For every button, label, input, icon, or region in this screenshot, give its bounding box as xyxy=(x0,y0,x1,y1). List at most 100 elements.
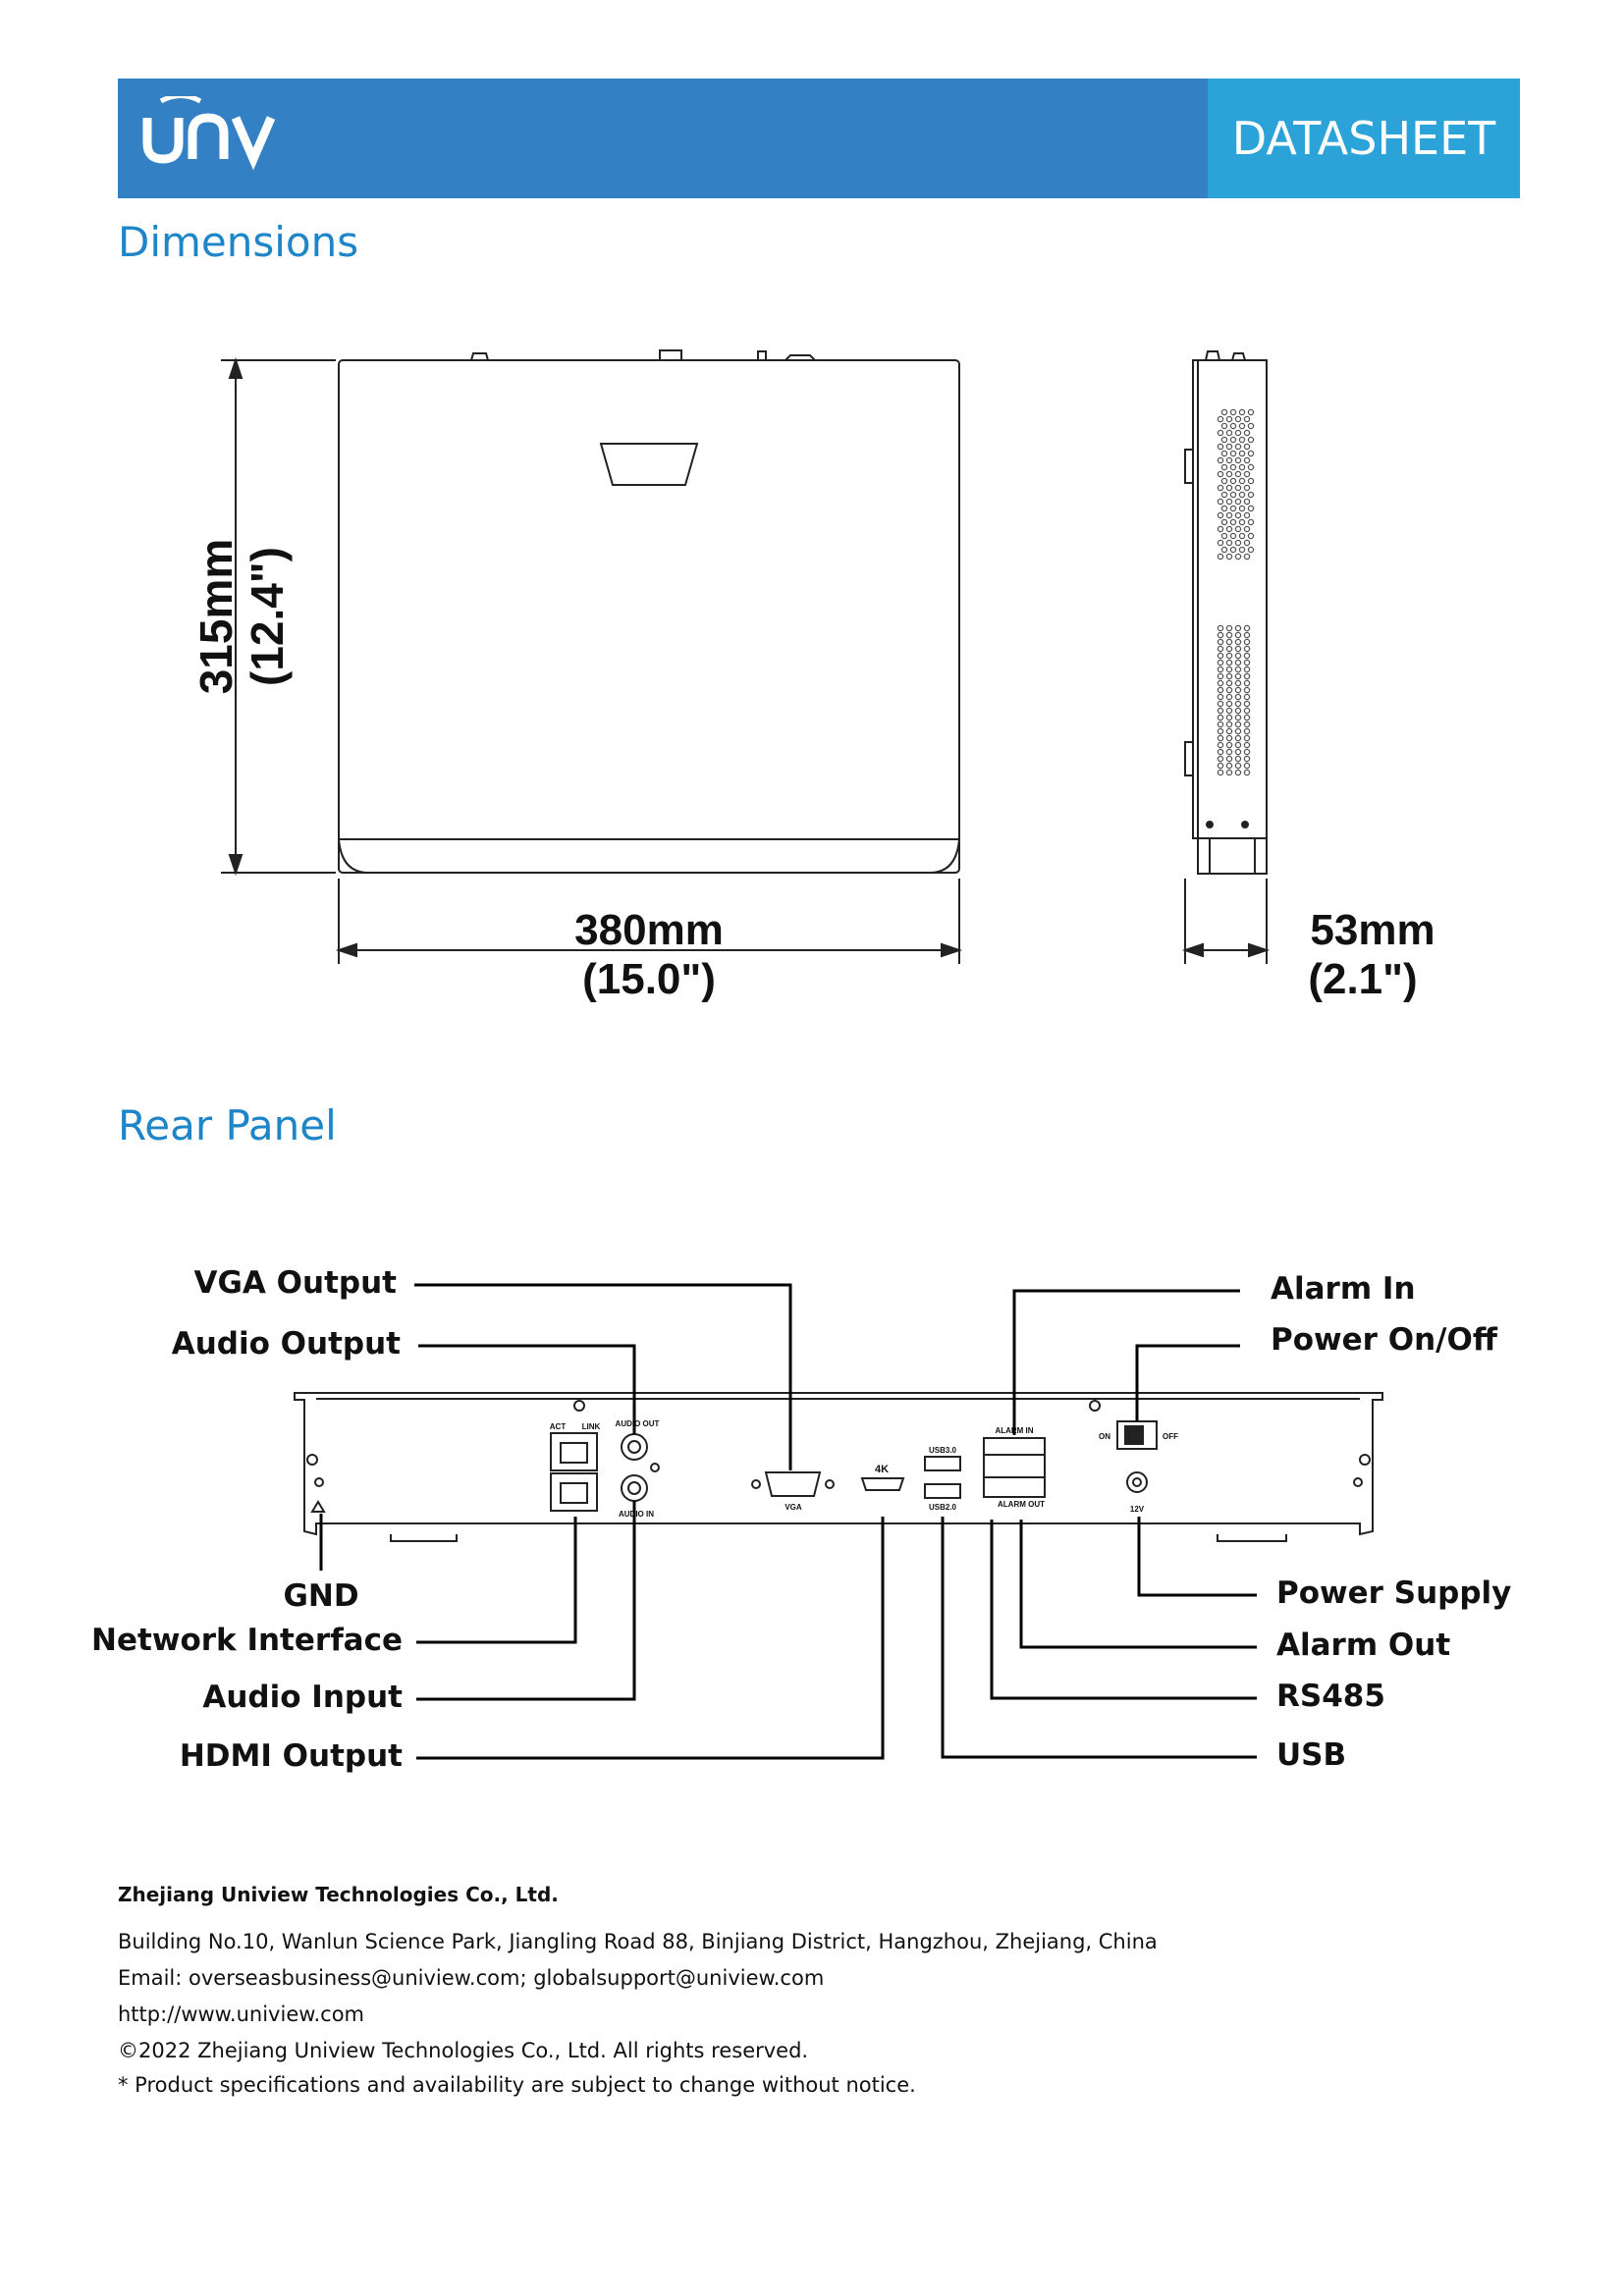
mark-link: LINK xyxy=(582,1422,601,1431)
footer-website[interactable]: http://www.uniview.com xyxy=(118,2002,365,2026)
vent-hole xyxy=(1220,518,1228,526)
vent-hole xyxy=(1234,679,1242,687)
vent-hole xyxy=(1234,631,1242,639)
vent-hole xyxy=(1225,498,1233,506)
vent-hole xyxy=(1243,511,1251,519)
vent-hole xyxy=(1243,748,1251,756)
vent-hole xyxy=(1234,624,1242,632)
vent-hole xyxy=(1243,741,1251,749)
vent-hole xyxy=(1225,631,1233,639)
vent-hole xyxy=(1234,415,1242,423)
vent-hole xyxy=(1217,539,1224,547)
vent-hole xyxy=(1220,491,1228,499)
vent-hole xyxy=(1243,553,1251,561)
vent-hole xyxy=(1225,415,1233,423)
vent-hole xyxy=(1234,721,1242,728)
vent-hole xyxy=(1217,721,1224,728)
technical-drawing: 315mm (12.4") 380mm (15.0") 53mm (2.1") xyxy=(91,349,1511,1774)
vent-hole xyxy=(1243,693,1251,701)
vent-hole xyxy=(1234,645,1242,653)
vent-hole xyxy=(1234,693,1242,701)
vent-hole xyxy=(1217,769,1224,776)
vent-hole xyxy=(1234,755,1242,763)
vent-hole xyxy=(1225,666,1233,673)
label-usb: USB xyxy=(1276,1737,1346,1773)
vent-hole xyxy=(1225,769,1233,776)
vent-hole xyxy=(1217,415,1224,423)
vent-hole xyxy=(1217,734,1224,742)
vent-hole xyxy=(1217,741,1224,749)
vent-hole xyxy=(1220,505,1228,512)
vent-hole xyxy=(1238,450,1246,457)
mark-vga: VGA xyxy=(785,1503,802,1512)
height-dimension xyxy=(221,356,336,877)
vent-hole xyxy=(1234,762,1242,770)
vent-hole xyxy=(1217,748,1224,756)
vent-hole xyxy=(1243,721,1251,728)
vent-hole xyxy=(1234,652,1242,660)
vent-hole xyxy=(1243,666,1251,673)
vent-hole xyxy=(1217,443,1224,451)
vent-hole xyxy=(1229,450,1237,457)
vent-hole xyxy=(1225,741,1233,749)
vent-hole xyxy=(1247,477,1255,485)
vent-hole xyxy=(1217,672,1224,680)
vent-hole xyxy=(1229,546,1237,554)
vent-hole xyxy=(1234,734,1242,742)
vent-hole xyxy=(1217,484,1224,492)
mark-audio-in: AUDIO IN xyxy=(619,1510,654,1519)
vent-hole xyxy=(1217,553,1224,561)
vent-hole xyxy=(1225,755,1233,763)
vent-hole xyxy=(1225,672,1233,680)
vent-hole xyxy=(1247,518,1255,526)
vent-hole xyxy=(1247,436,1255,444)
vent-hole xyxy=(1220,463,1228,471)
vent-hole xyxy=(1247,463,1255,471)
vent-hole xyxy=(1243,539,1251,547)
vent-hole xyxy=(1243,672,1251,680)
vent-hole xyxy=(1229,436,1237,444)
vent-hole xyxy=(1217,429,1224,437)
vent-hole xyxy=(1234,714,1242,721)
vent-hole xyxy=(1225,511,1233,519)
rear-panel-drawing xyxy=(294,1392,1383,1542)
label-network-interface: Network Interface xyxy=(91,1623,403,1658)
vent-hole xyxy=(1234,498,1242,506)
vent-hole xyxy=(1238,436,1246,444)
mark-act: ACT xyxy=(550,1422,567,1431)
vent-hole xyxy=(1234,525,1242,533)
vent-hole xyxy=(1243,707,1251,715)
vent-hole xyxy=(1243,415,1251,423)
vent-hole xyxy=(1217,652,1224,660)
vent-hole xyxy=(1225,659,1233,667)
footer-copyright: ©2022 Zhejiang Uniview Technologies Co.,… xyxy=(118,2039,809,2062)
vent-hole xyxy=(1225,693,1233,701)
vent-hole xyxy=(1243,659,1251,667)
vent-hole xyxy=(1243,679,1251,687)
width-mm-label: 380mm xyxy=(574,906,724,954)
vent-hole xyxy=(1234,638,1242,646)
unv-logo-icon xyxy=(142,93,276,171)
vent-hole xyxy=(1247,450,1255,457)
vent-hole xyxy=(1225,721,1233,728)
vent-hole xyxy=(1247,505,1255,512)
footer-address: Building No.10, Wanlun Science Park, Jia… xyxy=(118,1930,1158,1953)
mark-usb2: USB2.0 xyxy=(929,1503,957,1512)
vent-hole xyxy=(1243,498,1251,506)
mark-off: OFF xyxy=(1163,1432,1178,1441)
vent-hole xyxy=(1220,477,1228,485)
vent-hole xyxy=(1238,518,1246,526)
vent-hole xyxy=(1225,429,1233,437)
width-in-label: (15.0") xyxy=(582,955,716,1003)
vent-hole xyxy=(1243,525,1251,533)
vent-hole xyxy=(1217,762,1224,770)
vent-hole xyxy=(1217,686,1224,694)
vent-hole xyxy=(1225,553,1233,561)
label-power-on-off: Power On/Off xyxy=(1271,1322,1498,1358)
vent-hole xyxy=(1247,491,1255,499)
vent-hole xyxy=(1238,546,1246,554)
label-alarm-in: Alarm In xyxy=(1271,1271,1416,1307)
vent-hole xyxy=(1234,748,1242,756)
vent-hole xyxy=(1234,666,1242,673)
vent-hole xyxy=(1225,707,1233,715)
